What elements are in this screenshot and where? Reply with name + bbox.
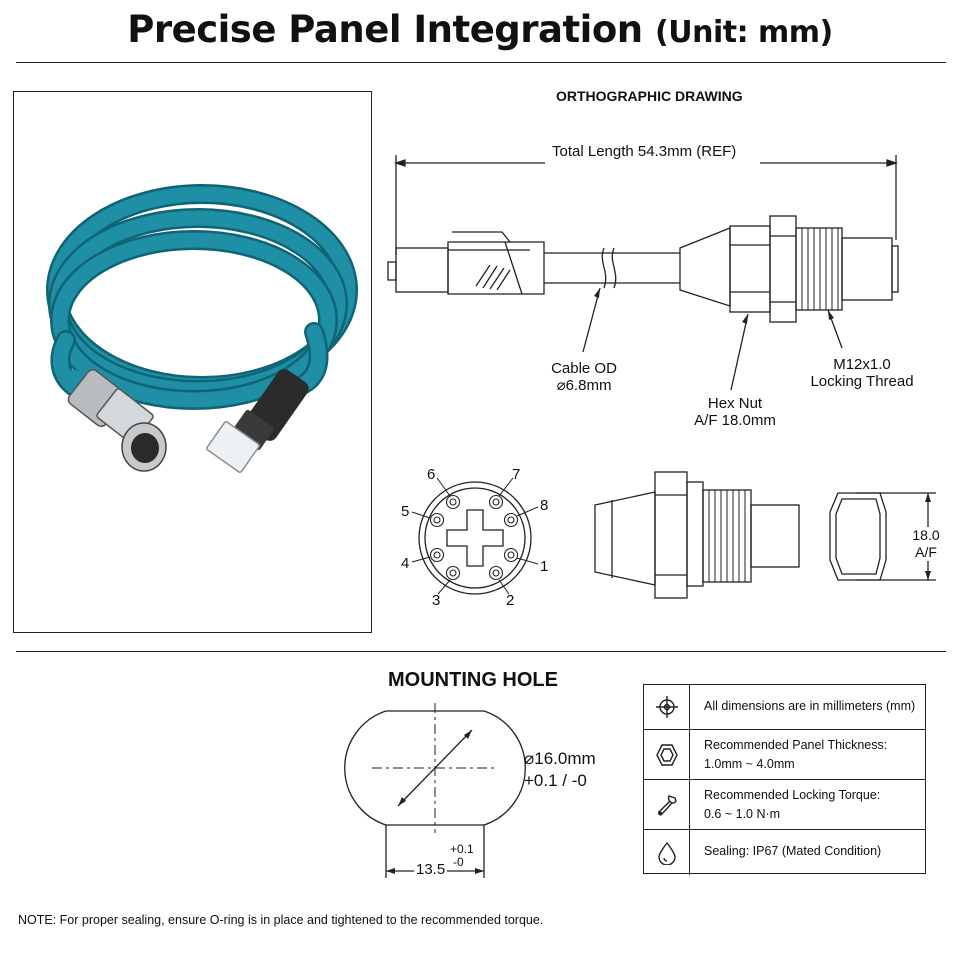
note-line: Recommended Panel Thickness: <box>704 738 888 752</box>
pin-number: 5 <box>401 503 410 520</box>
pin-number: 8 <box>540 497 549 514</box>
note-line: 1.0mm ~ 4.0mm <box>704 757 795 771</box>
cable-od-callout: Cable OD ⌀6.8mm <box>538 360 630 394</box>
total-length-label: Total Length 54.3mm (REF) <box>552 143 737 160</box>
title-unit: (Unit: mm) <box>655 15 833 50</box>
across-flats-dimension: 18.0 A/F <box>906 527 946 561</box>
note-line: 0.6 ~ 1.0 N·m <box>704 807 781 821</box>
cable-illustration <box>46 184 358 473</box>
note-text: Sealing: IP67 (Mated Condition) <box>704 844 882 858</box>
thread-value: Locking Thread <box>810 373 914 390</box>
specifications-table: All dimensions are in millimeters (mm) R… <box>643 684 926 875</box>
footnote: NOTE: For proper sealing, ensure O-ring … <box>18 913 544 927</box>
thread-callout: M12x1.0 Locking Thread <box>806 356 918 390</box>
hole-diameter-tolerance: +0.1 / -0 <box>524 771 587 790</box>
product-photo <box>13 91 372 633</box>
section-divider <box>16 651 946 652</box>
crosshair-icon <box>644 685 690 729</box>
pin-number: 3 <box>432 592 441 609</box>
hole-diameter: ⌀16.0mm <box>524 749 596 768</box>
note-text: Recommended Panel Thickness: 1.0mm ~ 4.0… <box>704 736 887 774</box>
cable-od-value: ⌀6.8mm <box>556 377 612 394</box>
title-divider <box>16 62 946 63</box>
water-drop-icon <box>644 830 690 875</box>
hole-width-tol-minus: -0 <box>453 855 464 869</box>
hex-nut-label: Hex Nut <box>707 395 763 412</box>
note-row: Recommended Panel Thickness: 1.0mm ~ 4.0… <box>644 729 925 779</box>
hex-nut-callout: Hex Nut A/F 18.0mm <box>682 395 788 429</box>
hole-width: 13.5 <box>414 861 448 878</box>
pin-number: 6 <box>427 466 436 483</box>
page-title: Precise Panel Integration (Unit: mm) <box>0 8 960 51</box>
hex-nut-value: A/F 18.0mm <box>694 412 776 429</box>
pin-number: 4 <box>401 555 410 572</box>
hexagon-icon <box>644 730 690 779</box>
cable-od-label: Cable OD <box>551 360 617 377</box>
pin-number: 2 <box>506 592 515 609</box>
across-flats-unit: A/F <box>915 544 937 560</box>
note-line: Recommended Locking Torque: <box>704 788 881 802</box>
hole-width-tol-plus: +0.1 <box>450 842 474 856</box>
note-row: Recommended Locking Torque: 0.6 ~ 1.0 N·… <box>644 779 925 829</box>
note-row: Sealing: IP67 (Mated Condition) <box>644 829 925 875</box>
mounting-heading: MOUNTING HOLE <box>388 669 558 691</box>
thread-label: M12x1.0 <box>833 356 891 373</box>
wrench-icon <box>644 780 690 829</box>
note-text: All dimensions are in millimeters (mm) <box>704 699 916 713</box>
across-flats-value: 18.0 <box>912 527 940 543</box>
drawing-heading: ORTHOGRAPHIC DRAWING <box>556 88 743 104</box>
title-main: Precise Panel Integration <box>127 8 643 51</box>
pin-number: 1 <box>540 558 549 575</box>
note-row: All dimensions are in millimeters (mm) <box>644 685 925 729</box>
note-text: Recommended Locking Torque: 0.6 ~ 1.0 N·… <box>704 786 880 824</box>
pin-number: 7 <box>512 466 521 483</box>
